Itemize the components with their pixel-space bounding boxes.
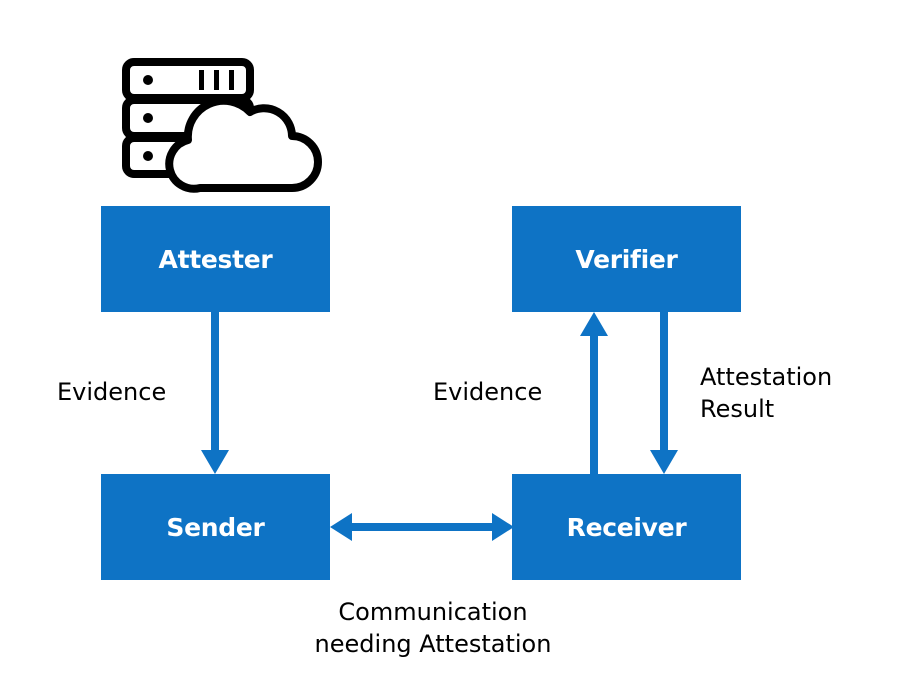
cloud-icon bbox=[165, 96, 322, 193]
communication-label: Communication needing Attestation bbox=[268, 596, 598, 660]
sender-label: Sender bbox=[166, 512, 265, 542]
attester-label: Attester bbox=[158, 244, 273, 274]
communication-line1: Communication bbox=[338, 598, 528, 626]
attester-box: Attester bbox=[101, 206, 330, 312]
attestation-result-line2: Result bbox=[700, 395, 775, 423]
sender-box: Sender bbox=[101, 474, 330, 580]
receiver-box: Receiver bbox=[512, 474, 741, 580]
verifier-label: Verifier bbox=[575, 244, 678, 274]
evidence-label-left: Evidence bbox=[57, 378, 167, 406]
receiver-label: Receiver bbox=[566, 512, 687, 542]
evidence-label-right: Evidence bbox=[433, 378, 543, 406]
attestation-result-label: Attestation Result bbox=[700, 361, 832, 425]
attestation-result-line1: Attestation bbox=[700, 363, 833, 391]
communication-line2: needing Attestation bbox=[314, 630, 552, 658]
verifier-box: Verifier bbox=[512, 206, 741, 312]
